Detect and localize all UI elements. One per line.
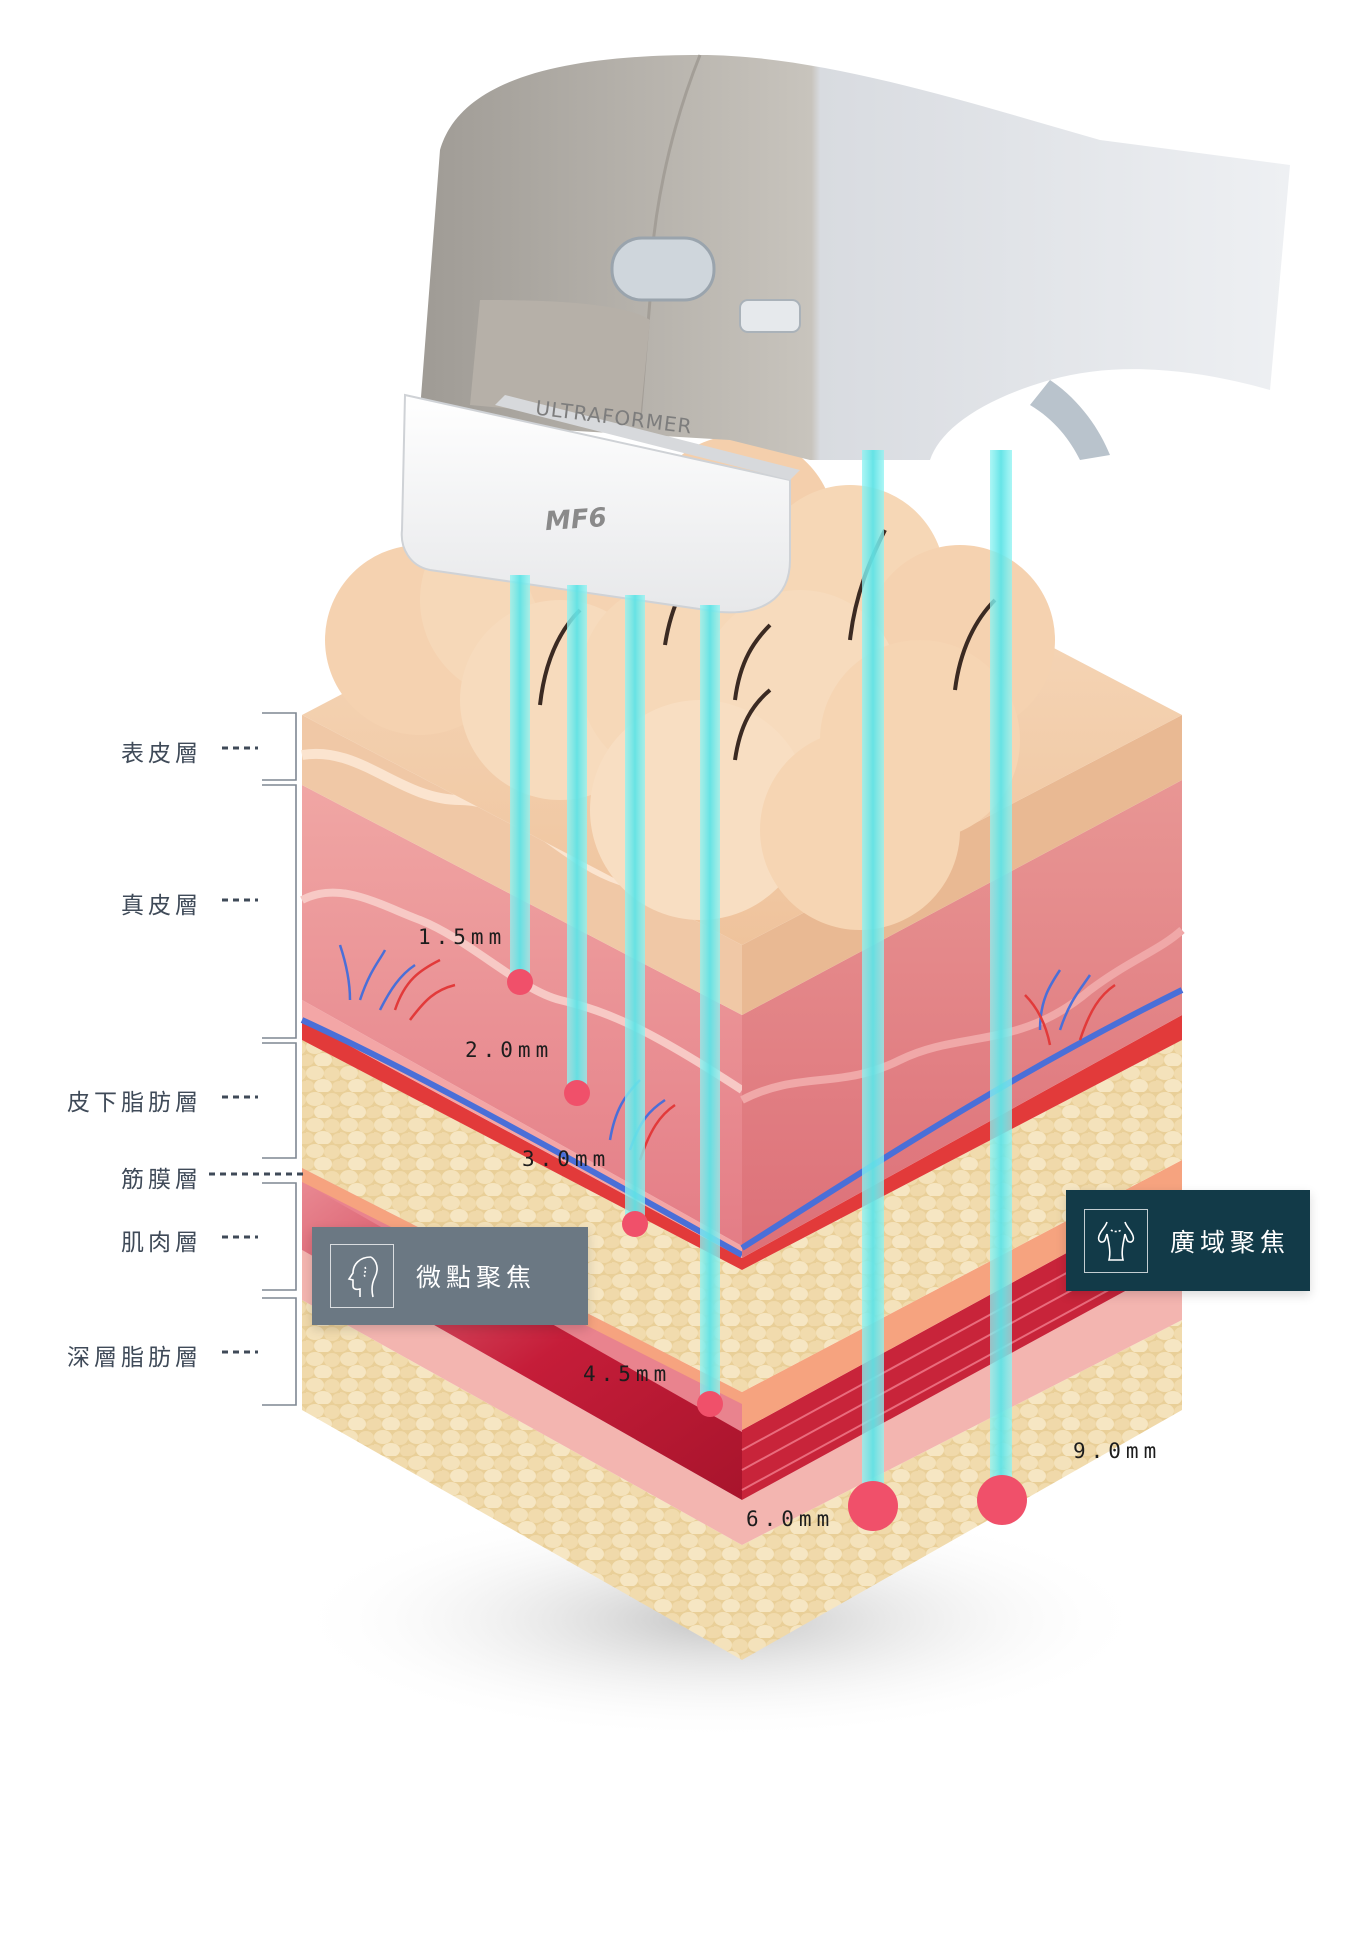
layer-label-subcutaneous-fat: 皮下脂肪層: [67, 1090, 202, 1116]
layer-label-muscle: 肌肉層: [121, 1230, 202, 1256]
depth-label-4-5: 4.5mm: [583, 1362, 672, 1386]
depth-label-9-0: 9.0mm: [1073, 1439, 1162, 1463]
device-model: MF6: [544, 502, 608, 538]
layer-label-fascia: 筋膜層: [121, 1167, 202, 1193]
body-torso-icon: [1084, 1208, 1148, 1273]
layer-label-deep-fat: 深層脂肪層: [67, 1345, 202, 1371]
wide-focus-badge: 廣域聚焦: [1066, 1190, 1310, 1291]
micro-focus-badge: 微點聚焦: [312, 1227, 588, 1325]
depth-label-2-0: 2.0mm: [465, 1038, 554, 1062]
depth-label-6-0: 6.0mm: [746, 1507, 835, 1531]
depth-label-3-0: 3.0mm: [522, 1147, 611, 1171]
layer-label-epidermis: 表皮層: [121, 741, 202, 767]
face-profile-icon: [330, 1244, 394, 1308]
micro-focus-label: 微點聚焦: [416, 1263, 537, 1292]
layer-label-dermis: 真皮層: [121, 893, 202, 919]
depth-label-1-5: 1.5mm: [418, 925, 507, 949]
wide-focus-label: 廣域聚焦: [1170, 1227, 1291, 1257]
